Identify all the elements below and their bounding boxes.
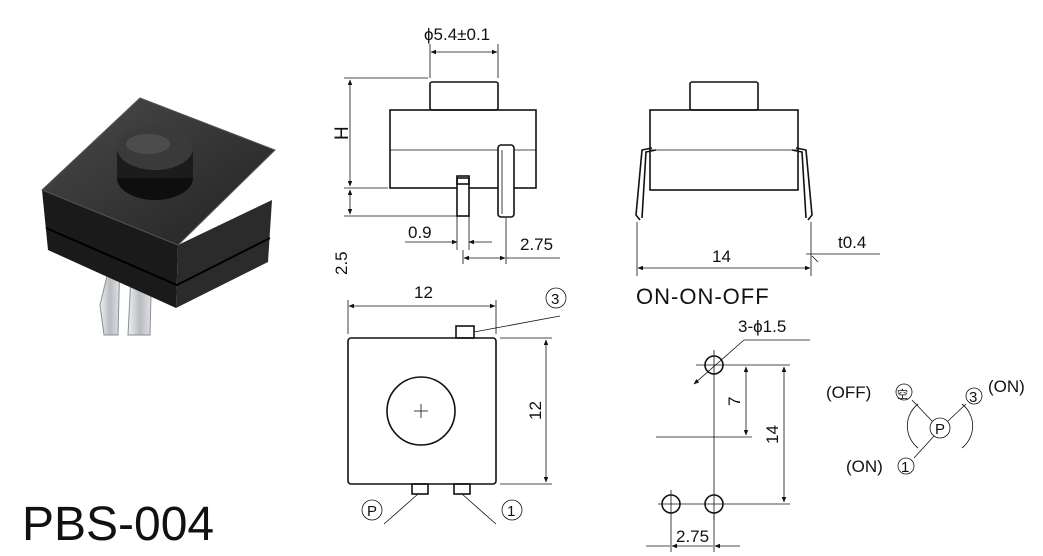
front-view: 14 t0.4 ON-ON-OFF (635, 81, 880, 309)
hole-spec-dimension: 3-ϕ1.5 (738, 317, 786, 336)
schematic-pin-p: P (935, 421, 945, 438)
side-view: ϕ5.4±0.1 H 2.5 0.9 2.75 (332, 25, 560, 275)
pin-3-label: 3 (551, 291, 559, 308)
schematic-off-label: (OFF) (826, 383, 871, 402)
schematic-off-symbol: 空 (897, 387, 908, 401)
schematic-on-right-label: (ON) (988, 377, 1025, 396)
switch-schematic: P 空 (OFF) 3 (ON) 1 (ON) (826, 377, 1025, 476)
pcb-offset-dimension: 7 (725, 397, 744, 406)
schematic-pin-3: 3 (969, 389, 977, 406)
phi-dimension: ϕ5.4±0.1 (424, 25, 490, 44)
product-photo (41, 97, 276, 336)
switch-mode-caption: ON-ON-OFF (636, 284, 770, 309)
pin-1-label: 1 (507, 503, 515, 520)
schematic-on-left-label: (ON) (846, 457, 883, 476)
pin-pitch-dimension: 2.75 (520, 235, 553, 254)
pcb-pitch-dimension: 2.75 (676, 527, 709, 546)
pin-width-dimension: 0.9 (408, 223, 432, 242)
model-name: PBS-004 (22, 498, 214, 551)
pcb-layout-view: 7 14 2.75 3-ϕ1.5 (646, 317, 810, 552)
pin-length-dimension: 2.5 (332, 251, 351, 275)
schematic-pin-1: 1 (901, 459, 909, 476)
pin-p-label: P (367, 503, 377, 520)
height-dimension: H (332, 126, 353, 140)
top-height-dimension: 12 (526, 401, 545, 420)
thickness-dimension: t0.4 (838, 233, 866, 252)
top-view: 12 12 3 P 1 (347, 283, 567, 525)
pcb-span-dimension: 14 (763, 425, 782, 444)
front-width-dimension: 14 (712, 247, 731, 266)
top-width-dimension: 12 (414, 283, 433, 302)
